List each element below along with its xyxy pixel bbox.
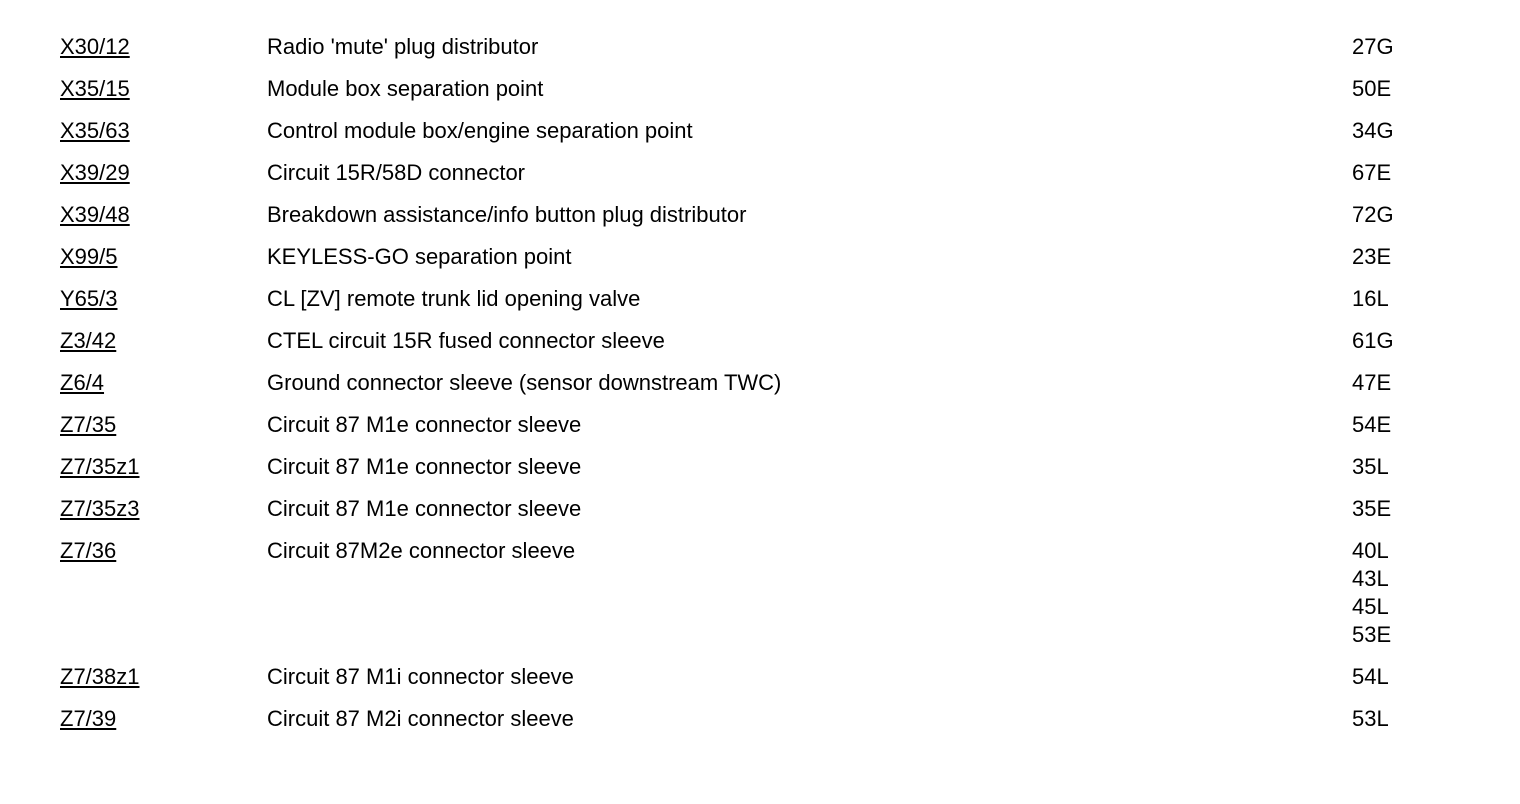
component-code-link[interactable]: Z3/42: [60, 328, 117, 353]
component-description: Circuit 87 M1e connector sleeve: [267, 496, 582, 521]
component-description: Circuit 87 M1e connector sleeve: [267, 412, 582, 437]
grid-reference-list: 40L 43L 45L 53E: [1352, 537, 1391, 649]
component-description: Ground connector sleeve (sensor downstre…: [267, 370, 782, 395]
component-description: Module box separation point: [267, 76, 544, 101]
grid-reference: 61G: [1352, 328, 1394, 353]
component-code-link[interactable]: Z6/4: [60, 370, 105, 395]
grid-reference: 16L: [1352, 286, 1389, 311]
grid-reference-list: 35E: [1352, 495, 1391, 523]
component-code-link[interactable]: Y65/3: [60, 286, 118, 311]
grid-reference-list: 72G: [1352, 201, 1394, 229]
grid-reference: 35L: [1352, 454, 1389, 479]
component-code-link[interactable]: Z7/35: [60, 412, 117, 437]
grid-reference-list: 23E: [1352, 243, 1391, 271]
component-code-link[interactable]: X30/12: [60, 34, 130, 59]
table-row: Z6/4 Ground connector sleeve (sensor dow…: [0, 366, 1520, 408]
component-description: CTEL circuit 15R fused connector sleeve: [267, 328, 665, 353]
table-row: Z7/35z1 Circuit 87 M1e connector sleeve …: [0, 450, 1520, 492]
component-description: Breakdown assistance/info button plug di…: [267, 202, 747, 227]
grid-reference-list: 67E: [1352, 159, 1391, 187]
grid-reference: 53L: [1352, 706, 1389, 731]
table-row: X39/29 Circuit 15R/58D connector 67E: [0, 156, 1520, 198]
grid-reference: 54E: [1352, 412, 1392, 437]
table-row: X35/15 Module box separation point 50E: [0, 72, 1520, 114]
component-description: CL [ZV] remote trunk lid opening valve: [267, 286, 641, 311]
component-code-link[interactable]: X39/48: [60, 202, 130, 227]
grid-reference-list: 47E: [1352, 369, 1391, 397]
grid-reference-list: 16L: [1352, 285, 1389, 313]
table-row: Z7/38z1 Circuit 87 M1i connector sleeve …: [0, 660, 1520, 702]
grid-reference: 53E: [1352, 622, 1392, 647]
component-code-link[interactable]: X35/63: [60, 118, 130, 143]
component-code-link[interactable]: X99/5: [60, 244, 118, 269]
component-code-link[interactable]: Z7/38z1: [60, 664, 140, 689]
grid-reference-list: 27G: [1352, 33, 1394, 61]
component-description: Circuit 87 M2i connector sleeve: [267, 706, 574, 731]
table-row: Z7/39 Circuit 87 M2i connector sleeve 53…: [0, 702, 1520, 744]
component-description: KEYLESS-GO separation point: [267, 244, 572, 269]
component-description: Control module box/engine separation poi…: [267, 118, 693, 143]
table-row: Z7/35z3 Circuit 87 M1e connector sleeve …: [0, 492, 1520, 534]
grid-reference: 50E: [1352, 76, 1392, 101]
grid-reference: 40L: [1352, 538, 1389, 563]
component-description: Radio 'mute' plug distributor: [267, 34, 539, 59]
grid-reference-list: 35L: [1352, 453, 1389, 481]
grid-reference: 43L: [1352, 566, 1389, 591]
grid-reference: 47E: [1352, 370, 1392, 395]
component-description: Circuit 15R/58D connector: [267, 160, 526, 185]
component-code-link[interactable]: Z7/35z3: [60, 496, 140, 521]
table-row: X99/5 KEYLESS-GO separation point 23E: [0, 240, 1520, 282]
grid-reference: 54L: [1352, 664, 1389, 689]
table-row: Z7/35 Circuit 87 M1e connector sleeve 54…: [0, 408, 1520, 450]
component-code-link[interactable]: Z7/35z1: [60, 454, 140, 479]
component-description: Circuit 87M2e connector sleeve: [267, 538, 576, 563]
grid-reference-list: 54L: [1352, 663, 1389, 691]
component-code-link[interactable]: Z7/36: [60, 538, 117, 563]
grid-reference-list: 54E: [1352, 411, 1391, 439]
table-row: X39/48 Breakdown assistance/info button …: [0, 198, 1520, 240]
grid-reference-list: 61G: [1352, 327, 1394, 355]
table-row: X30/12 Radio 'mute' plug distributor 27G: [0, 30, 1520, 72]
grid-reference: 34G: [1352, 118, 1394, 143]
table-row: Y65/3 CL [ZV] remote trunk lid opening v…: [0, 282, 1520, 324]
component-description: Circuit 87 M1e connector sleeve: [267, 454, 582, 479]
table-row: X35/63 Control module box/engine separat…: [0, 114, 1520, 156]
grid-reference: 23E: [1352, 244, 1392, 269]
grid-reference: 35E: [1352, 496, 1392, 521]
component-description: Circuit 87 M1i connector sleeve: [267, 664, 574, 689]
table-row: Z3/42 CTEL circuit 15R fused connector s…: [0, 324, 1520, 366]
grid-reference-list: 50E: [1352, 75, 1391, 103]
grid-reference: 72G: [1352, 202, 1394, 227]
component-list: X30/12 Radio 'mute' plug distributor 27G…: [0, 30, 1520, 744]
grid-reference: 45L: [1352, 594, 1389, 619]
grid-reference: 27G: [1352, 34, 1394, 59]
component-code-link[interactable]: Z7/39: [60, 706, 117, 731]
component-code-link[interactable]: X35/15: [60, 76, 130, 101]
grid-reference-list: 53L: [1352, 705, 1389, 733]
grid-reference-list: 34G: [1352, 117, 1394, 145]
grid-reference: 67E: [1352, 160, 1392, 185]
component-code-link[interactable]: X39/29: [60, 160, 130, 185]
table-row: Z7/36 Circuit 87M2e connector sleeve 40L…: [0, 534, 1520, 660]
